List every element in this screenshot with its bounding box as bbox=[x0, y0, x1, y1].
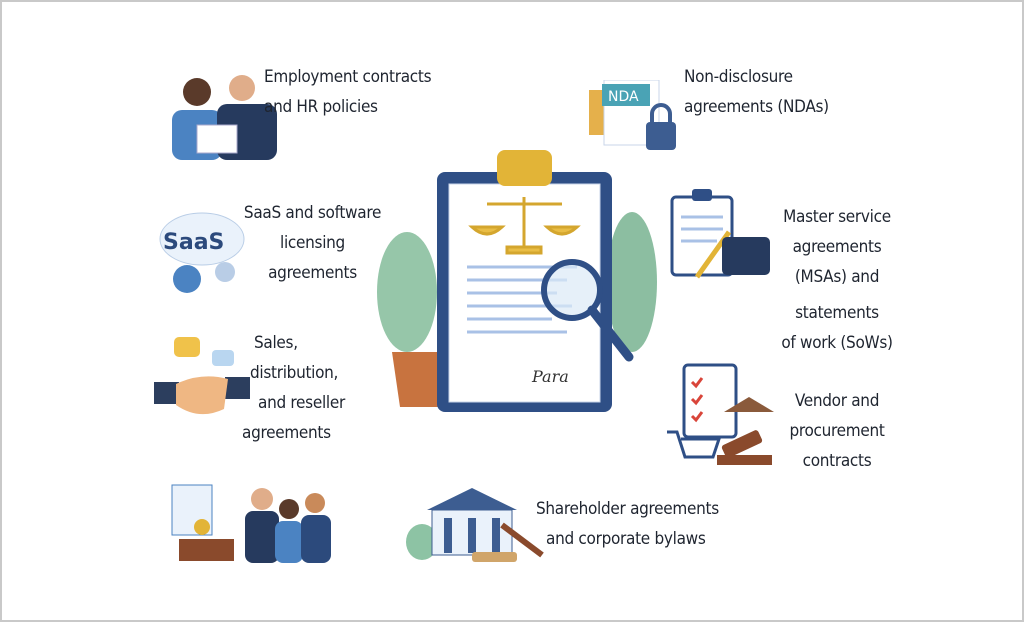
chat-bubble-icon bbox=[174, 337, 200, 357]
gear-icon bbox=[173, 265, 201, 293]
scales-of-justice-icon bbox=[468, 197, 581, 255]
saas-cloud-icon: SaaS bbox=[159, 212, 245, 293]
nda-logo: NDA bbox=[608, 89, 639, 105]
padlock-icon bbox=[646, 122, 676, 150]
briefcase-icon bbox=[722, 237, 770, 275]
gavel-icon bbox=[721, 430, 763, 458]
handshake-icon bbox=[154, 337, 250, 415]
leaf-icon bbox=[377, 232, 437, 352]
clipboard-illustration: Para bbox=[377, 150, 657, 412]
clip-icon bbox=[497, 150, 552, 186]
chat-bubble-icon bbox=[212, 350, 234, 366]
employment-people-icon bbox=[172, 75, 277, 160]
courthouse-gavel-icon bbox=[406, 488, 544, 562]
saas-logo: SaaS bbox=[163, 230, 224, 255]
vendor-checklist-cart-icon bbox=[667, 363, 774, 465]
magnifying-glass-icon bbox=[541, 259, 634, 362]
business-meeting-icon bbox=[171, 484, 331, 563]
nda-document-icon: NDA bbox=[589, 80, 676, 150]
leaf-icon bbox=[607, 212, 657, 352]
msa-clipboard-briefcase-icon bbox=[670, 189, 770, 279]
signature: Para bbox=[531, 367, 569, 386]
shopping-cart-icon bbox=[667, 430, 722, 459]
gear-icon bbox=[215, 262, 235, 282]
